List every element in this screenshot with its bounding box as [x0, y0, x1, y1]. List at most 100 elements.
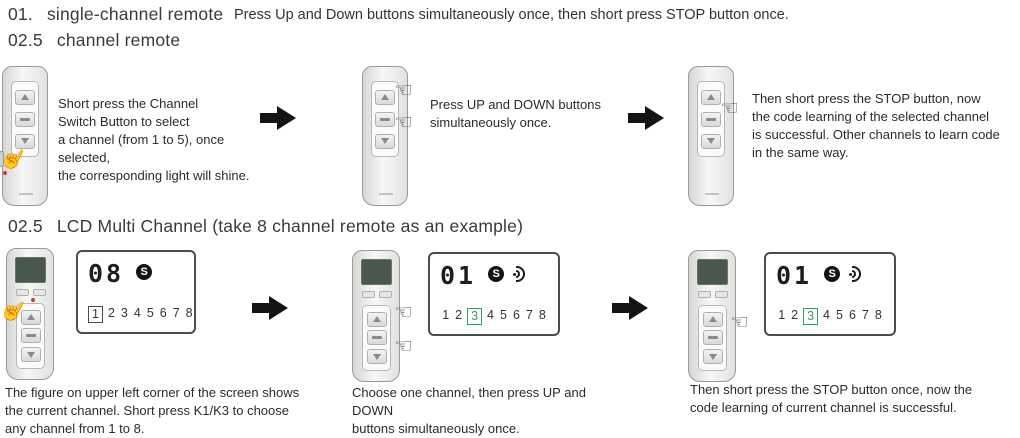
section-2-number: 02.5: [8, 30, 43, 50]
channel-digit: 4: [823, 308, 830, 322]
pointing-hand-icon: ☜: [394, 111, 413, 134]
channel-digit-selected: 1: [88, 306, 103, 323]
channel-digit-selected: 3: [467, 308, 483, 325]
channel-digit: 8: [185, 306, 193, 320]
remote-5-channel-step2: [362, 66, 408, 206]
channel-digit: 6: [512, 308, 520, 322]
channel-digit: 2: [455, 308, 463, 322]
down-button: [366, 349, 387, 365]
remote-lcd-step2: [352, 250, 400, 382]
k3-button: [33, 289, 46, 296]
up-button: [366, 311, 387, 327]
stop-bar-icon: [25, 334, 36, 338]
up-button: [701, 89, 721, 105]
channel-digit: 5: [836, 308, 843, 322]
lcd-display-callout-2: 01 S 1 2 3 4 5 6 7 8: [428, 252, 560, 336]
button-panel: [362, 305, 391, 371]
channel-switch-button: [0, 151, 4, 167]
lcd-display-callout-1: 08 S 1 2 3 4 5 6 7 8: [76, 250, 196, 334]
k1-button: [698, 291, 711, 298]
stop-button: [701, 111, 721, 127]
up-arrow-icon: [381, 94, 389, 100]
section-1-number: 01.: [8, 4, 33, 24]
channel-number: 08: [88, 259, 125, 288]
s-mode-icon: S: [824, 266, 841, 282]
stop-bar-icon: [380, 117, 390, 121]
down-arrow-icon: [372, 353, 381, 360]
lcd-screen-small: [15, 257, 46, 283]
k-buttons: [16, 289, 46, 296]
button-panel: [11, 81, 39, 157]
k3-button: [715, 291, 728, 298]
stop-button: [366, 330, 387, 346]
stop-button: [20, 328, 41, 344]
step-text: Short press the Channel Switch Button to…: [58, 96, 250, 183]
lcd-display-callout-3: 01 S 1 2 3 4 5 6 7 8: [764, 252, 896, 336]
channel-digit: 4: [487, 308, 494, 322]
remote-5-channel-step3: [688, 66, 734, 206]
step-text: Then short press the STOP button, now th…: [752, 91, 1000, 160]
pointing-hand-icon: ☜: [394, 301, 413, 324]
indicator-light: [31, 298, 35, 302]
channel-digit: 7: [861, 308, 869, 322]
brand-mark: [379, 193, 393, 195]
brand-mark: [19, 193, 33, 195]
stop-button: [15, 111, 35, 127]
up-button: [375, 89, 395, 105]
next-step-arrow-icon: [628, 106, 664, 130]
channel-digit-row: 1 2 3 4 5 6 7 8: [766, 308, 894, 325]
channel-digit: 6: [159, 306, 167, 320]
button-panel: [371, 81, 399, 157]
channel-number: 01: [440, 261, 477, 290]
down-arrow-icon: [26, 351, 35, 358]
button-panel: [698, 305, 727, 371]
up-arrow-icon: [372, 316, 381, 323]
next-step-arrow-icon: [612, 296, 648, 320]
section-1-title: single-channel remote: [46, 4, 224, 24]
up-button: [702, 311, 723, 327]
channel-digit: 3: [120, 306, 128, 320]
remote-5-channel-step1: [0, 66, 48, 206]
pointing-hand-icon: ☜: [394, 79, 413, 102]
up-arrow-icon: [708, 316, 717, 323]
k1-button: [362, 291, 375, 298]
lcd-top-row: 08 S: [78, 252, 194, 286]
step-text: Press UP and DOWN buttons simultaneously…: [430, 97, 601, 130]
step-text: The figure on upper left corner of the s…: [5, 385, 300, 436]
section-1-instruction: Press Up and Down buttons simultaneously…: [234, 7, 789, 23]
stop-button: [375, 111, 395, 127]
up-arrow-icon: [21, 94, 29, 100]
channel-digit: 1: [778, 308, 786, 322]
up-button: [15, 89, 35, 105]
channel-digit: 8: [538, 308, 546, 322]
k-buttons: [362, 291, 392, 298]
down-button: [701, 133, 721, 149]
channel-digit: 5: [500, 308, 507, 322]
down-arrow-icon: [707, 138, 715, 144]
pointing-hand-icon: ☜: [730, 311, 749, 334]
section-1-heading: 01. single-channel remote: [8, 4, 223, 25]
lcd-screen-small: [697, 259, 728, 285]
k1-button: [16, 289, 29, 296]
s-mode-icon: S: [488, 266, 505, 282]
up-arrow-icon: [707, 94, 715, 100]
channel-digit-row: 1 2 3 4 5 6 7 8: [78, 306, 194, 323]
section-2-heading: 02.5 channel remote: [8, 30, 180, 51]
down-arrow-icon: [21, 138, 29, 144]
down-arrow-icon: [381, 138, 389, 144]
s-mode-icon: S: [136, 264, 153, 280]
button-panel: [697, 81, 725, 157]
pointing-hand-icon: ☜: [394, 335, 413, 358]
section-3-number: 02.5: [8, 216, 43, 236]
section-2-title: channel remote: [56, 30, 181, 50]
channel-digit: 7: [525, 308, 533, 322]
channel-digit: 8: [874, 308, 882, 322]
up-arrow-icon: [26, 314, 35, 321]
up-button: [20, 309, 41, 325]
channel-digit: 1: [442, 308, 450, 322]
k3-button: [379, 291, 392, 298]
down-button: [375, 133, 395, 149]
channel-digit: 5: [146, 306, 154, 320]
lcd-top-row: 01 S: [430, 254, 558, 288]
brand-mark: [705, 193, 719, 195]
